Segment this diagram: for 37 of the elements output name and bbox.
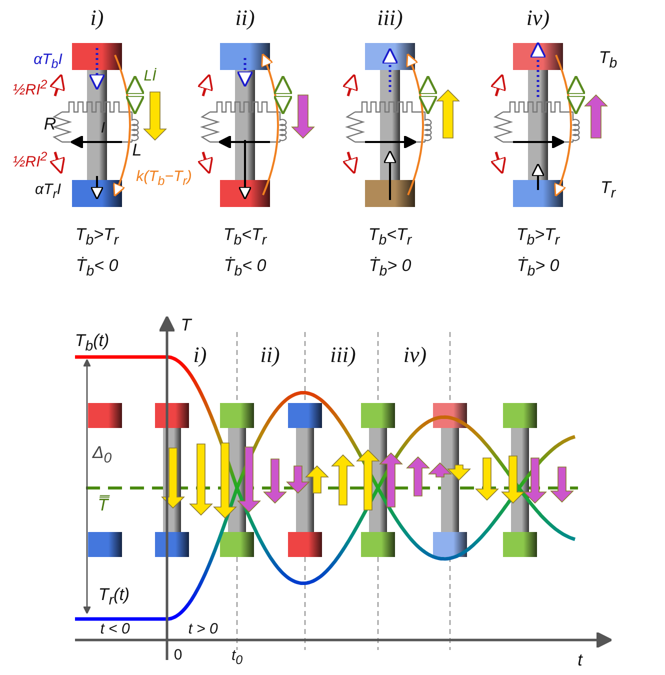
panel-heading: iv): [526, 7, 550, 29]
panel-heading: ii): [235, 7, 255, 29]
symbol-label: T$_{r}$: [600, 179, 616, 201]
condition-label: Ṫ$_{b}$> 0: [516, 257, 560, 279]
curve-label: T$_{r}$(t): [98, 586, 130, 608]
formula-label: Lİ: [144, 68, 156, 84]
panel-heading: i): [90, 7, 104, 29]
formula-label: ½RI$^{2}$: [12, 78, 48, 98]
symbol-label: T̿: [98, 496, 108, 514]
phase-label: iv): [403, 344, 427, 366]
phase-label: iii): [330, 344, 356, 366]
axis-label: t: [578, 652, 582, 668]
symbol-label: R: [44, 116, 56, 132]
axis-label: T: [180, 316, 192, 334]
condition-label: T$_{b}$>T$_{r}$: [75, 226, 119, 248]
condition-label: Ṫ$_{b}$> 0: [368, 257, 412, 279]
region-label: t > 0: [188, 622, 218, 636]
tick-label: 0: [174, 648, 182, 662]
condition-label: T$_{b}$<T$_{r}$: [368, 226, 412, 248]
condition-label: T$_{b}$>T$_{r}$: [516, 226, 560, 248]
panel-heading: iii): [377, 7, 403, 29]
dimension-label: Δ$_{0}$: [92, 444, 112, 466]
symbol-label: L: [132, 142, 142, 158]
region-label: t < 0: [100, 622, 130, 636]
phase-label: ii): [260, 344, 280, 366]
condition-label: Ṫ$_{b}$< 0: [76, 257, 118, 279]
formula-label: αT$_{r}$I: [34, 182, 62, 200]
symbol-label: T$_{b}$: [598, 49, 618, 71]
formula-label: αT$_{b}$I: [34, 52, 62, 70]
tick-label: t$_{0}$: [231, 648, 243, 666]
symbol-label: I: [100, 120, 106, 136]
curve-label: T$_{b}$(t): [74, 332, 110, 354]
condition-label: T$_{b}$<T$_{r}$: [223, 226, 267, 248]
condition-label: Ṫ$_{b}$< 0: [224, 257, 266, 279]
formula-label: k(T$_{b}$−T$_{r}$): [136, 168, 192, 188]
formula-label: ½RI$^{2}$: [12, 150, 48, 170]
phase-label: i): [193, 344, 207, 366]
